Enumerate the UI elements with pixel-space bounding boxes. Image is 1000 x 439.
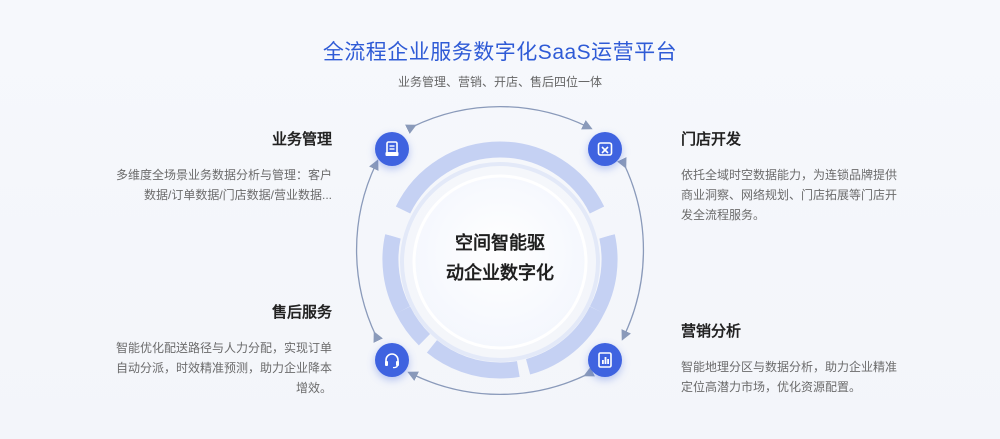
- business-management-block: 业务管理 多维度全场景业务数据分析与管理：客户 数据/订单数据/门店数据/营业数…: [60, 128, 332, 205]
- desc-line: 数据/订单数据/门店数据/营业数据...: [143, 188, 332, 202]
- marketing-analysis-button[interactable]: [588, 343, 622, 377]
- business-management-title: 业务管理: [271, 131, 332, 148]
- desc-line: 发全流程服务。: [681, 208, 766, 222]
- outer-flow-arcs: [355, 105, 645, 396]
- store-development-button[interactable]: [588, 132, 622, 166]
- page-title: 全流程企业服务数字化SaaS运营平台: [322, 41, 678, 64]
- center-label: 空间智能驱 动企业数字化: [420, 228, 580, 288]
- marketing-analysis-title: 营销分析: [681, 323, 742, 340]
- store-gear-icon: [597, 142, 613, 156]
- desc-line: 增效。: [295, 381, 332, 395]
- marketing-analysis-block: 营销分析 智能地理分区与数据分析，助力企业精准 定位高潜力市场，优化资源配置。: [681, 320, 941, 397]
- store-development-block: 门店开发 依托全域时空数据能力，为连锁品牌提供 商业洞察、网络规划、门店拓展等门…: [681, 128, 941, 225]
- marketing-analysis-desc: 智能地理分区与数据分析，助力企业精准 定位高潜力市场，优化资源配置。: [681, 357, 941, 397]
- ring-segment-right: [589, 234, 618, 314]
- ring-segment-bottom: [395, 306, 605, 379]
- arc-bottom: [407, 367, 595, 396]
- ring-segment-left: [382, 234, 411, 314]
- business-management-button[interactable]: [375, 132, 409, 166]
- center-disc: [412, 174, 588, 350]
- ring-gaps: [382, 207, 618, 240]
- desc-line: 自动分派，时效精准预测，助力企业降本: [115, 361, 332, 375]
- document-list-icon: [385, 141, 399, 156]
- store-development-desc: 依托全域时空数据能力，为连锁品牌提供 商业洞察、网络规划、门店拓展等门店开 发全…: [681, 165, 941, 225]
- desc-line: 智能地理分区与数据分析，助力企业精准: [681, 360, 898, 374]
- segmented-ring: [382, 141, 618, 379]
- ring-track: [400, 162, 600, 362]
- business-management-desc: 多维度全场景业务数据分析与管理：客户 数据/订单数据/门店数据/营业数据...: [60, 165, 332, 205]
- after-sales-block: 售后服务 智能优化配送路径与人力分配，实现订单 自动分派，时效精准预测，助力企业…: [60, 301, 332, 398]
- arc-left: [355, 159, 383, 343]
- desc-line: 智能优化配送路径与人力分配，实现订单: [115, 341, 332, 355]
- desc-line: 商业洞察、网络规划、门店拓展等门店开: [681, 188, 898, 202]
- arc-right: [617, 157, 645, 341]
- after-sales-desc: 智能优化配送路径与人力分配，实现订单 自动分派，时效精准预测，助力企业降本 增效…: [60, 338, 332, 398]
- ring-segment-top: [395, 141, 605, 214]
- after-sales-button[interactable]: [375, 343, 409, 377]
- headset-icon: [385, 353, 399, 369]
- store-development-title: 门店开发: [681, 131, 742, 148]
- chart-report-icon: [598, 352, 612, 368]
- center-line-1: 空间智能驱: [455, 233, 545, 253]
- after-sales-title: 售后服务: [271, 304, 332, 321]
- desc-line: 依托全域时空数据能力，为连锁品牌提供: [681, 168, 898, 182]
- desc-line: 定位高潜力市场，优化资源配置。: [681, 380, 862, 394]
- desc-line: 多维度全场景业务数据分析与管理：客户: [115, 168, 332, 182]
- center-line-2: 动企业数字化: [446, 263, 554, 283]
- arc-top: [405, 105, 593, 134]
- page-subtitle: 业务管理、营销、开店、售后四位一体: [397, 75, 602, 89]
